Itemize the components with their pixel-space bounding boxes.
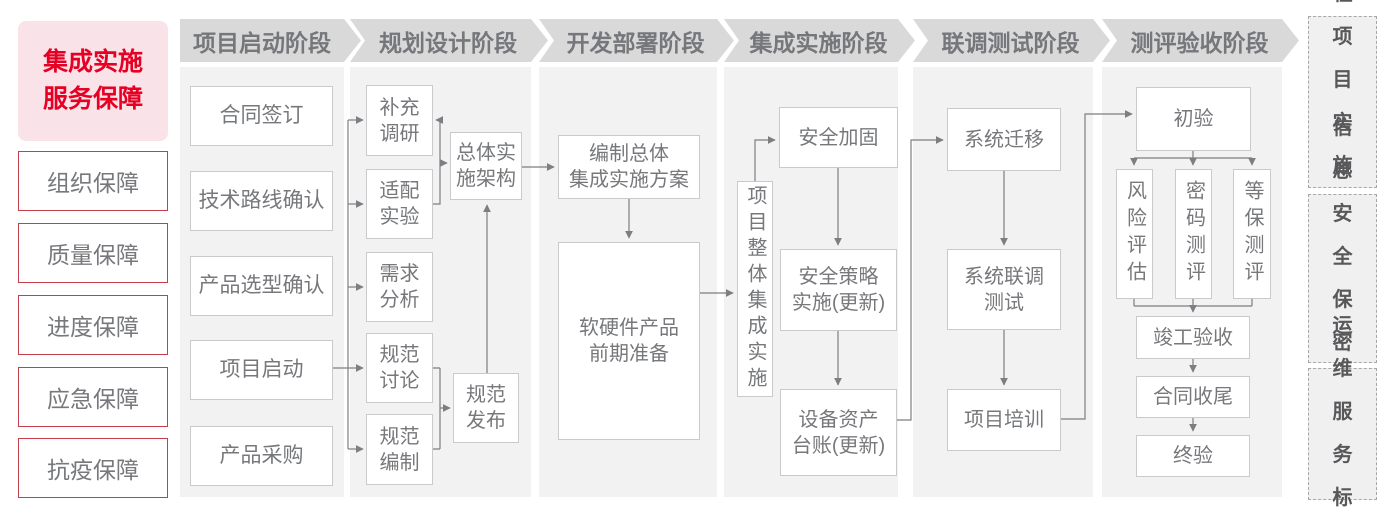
box-requirement-analysis: 需求 分析 [366, 252, 433, 322]
box-adaptation-test: 适配 实验 [366, 169, 433, 239]
box-project-kickoff: 项目启动 [190, 340, 333, 400]
box-security-hardening: 安全加固 [779, 107, 898, 168]
phase-header-joint-test: 联调测试阶段 [941, 29, 1080, 56]
box-spec-drafting: 规范 编制 [366, 414, 433, 485]
guarantee-item-organization: 组织保障 [18, 151, 168, 211]
box-risk-assessment: 风险评估 [1116, 169, 1153, 299]
phase-chevrons [180, 19, 1299, 62]
box-system-joint-test: 系统联调 测试 [947, 249, 1061, 330]
box-overall-project-integration: 项目整体集成实施 [737, 181, 773, 397]
box-contract-signing: 合同签订 [190, 86, 333, 146]
box-contract-closure: 合同收尾 [1136, 376, 1250, 418]
box-project-training: 项目培训 [947, 389, 1061, 451]
phase-header-planning-design: 规划设计阶段 [379, 29, 517, 56]
phase-chevron-3 [539, 19, 734, 62]
connector-lines [333, 110, 1256, 453]
box-final-acceptance: 终验 [1136, 435, 1250, 477]
phase-header-dev-deploy: 开发部署阶段 [566, 29, 705, 56]
box-crypto-evaluation: 密码测评 [1175, 169, 1212, 299]
box-system-migration: 系统迁移 [947, 108, 1061, 171]
phase-chevron-4 [724, 19, 915, 62]
box-spec-release: 规范 发布 [453, 373, 519, 443]
side-panel-operation-service-standard: 运维 服务 标准 [1308, 315, 1377, 509]
guarantee-item-epidemic: 抗疫保障 [18, 438, 168, 498]
box-initial-acceptance: 初验 [1136, 87, 1251, 151]
box-overall-implementation-architecture: 总体实 施架构 [450, 132, 522, 200]
box-security-policy-implementation: 安全策略 实施(更新) [780, 249, 897, 331]
panel-title-integration-service-guarantee: 集成实施 服务保障 [18, 21, 168, 141]
box-classified-protection-evaluation: 等保测评 [1233, 169, 1271, 299]
box-product-selection-confirm: 产品选型确认 [190, 256, 333, 316]
box-hw-sw-preparation: 软硬件产品 前期准备 [558, 242, 700, 440]
box-spec-discussion: 规范 讨论 [366, 333, 433, 403]
side-panel-infosec-confidentiality-standard: 信息 安全 保密 标准 [1308, 117, 1377, 440]
phase-header-project-kickoff: 项目启动阶段 [193, 29, 331, 56]
phase-chevron-5 [913, 19, 1110, 62]
box-asset-ledger-update: 设备资产 台账(更新) [780, 389, 897, 476]
box-tech-route-confirm: 技术路线确认 [190, 171, 333, 231]
guarantee-item-emergency: 应急保障 [18, 367, 168, 427]
box-completion-acceptance: 竣工验收 [1136, 316, 1250, 359]
phase-header-integration: 集成实施阶段 [749, 29, 888, 56]
box-product-procurement: 产品采购 [190, 426, 333, 486]
phase-chevron-2 [350, 19, 548, 62]
box-supplementary-research: 补充 调研 [366, 85, 433, 156]
guarantee-item-quality: 质量保障 [18, 223, 168, 283]
phase-header-evaluation-acceptance: 测评验收阶段 [1130, 29, 1269, 56]
guarantee-item-progress: 进度保障 [18, 295, 168, 355]
phase-chevron-1 [180, 19, 361, 62]
phase-chevron-6 [1102, 19, 1299, 62]
box-overall-integration-plan: 编制总体 集成实施方案 [558, 135, 700, 199]
